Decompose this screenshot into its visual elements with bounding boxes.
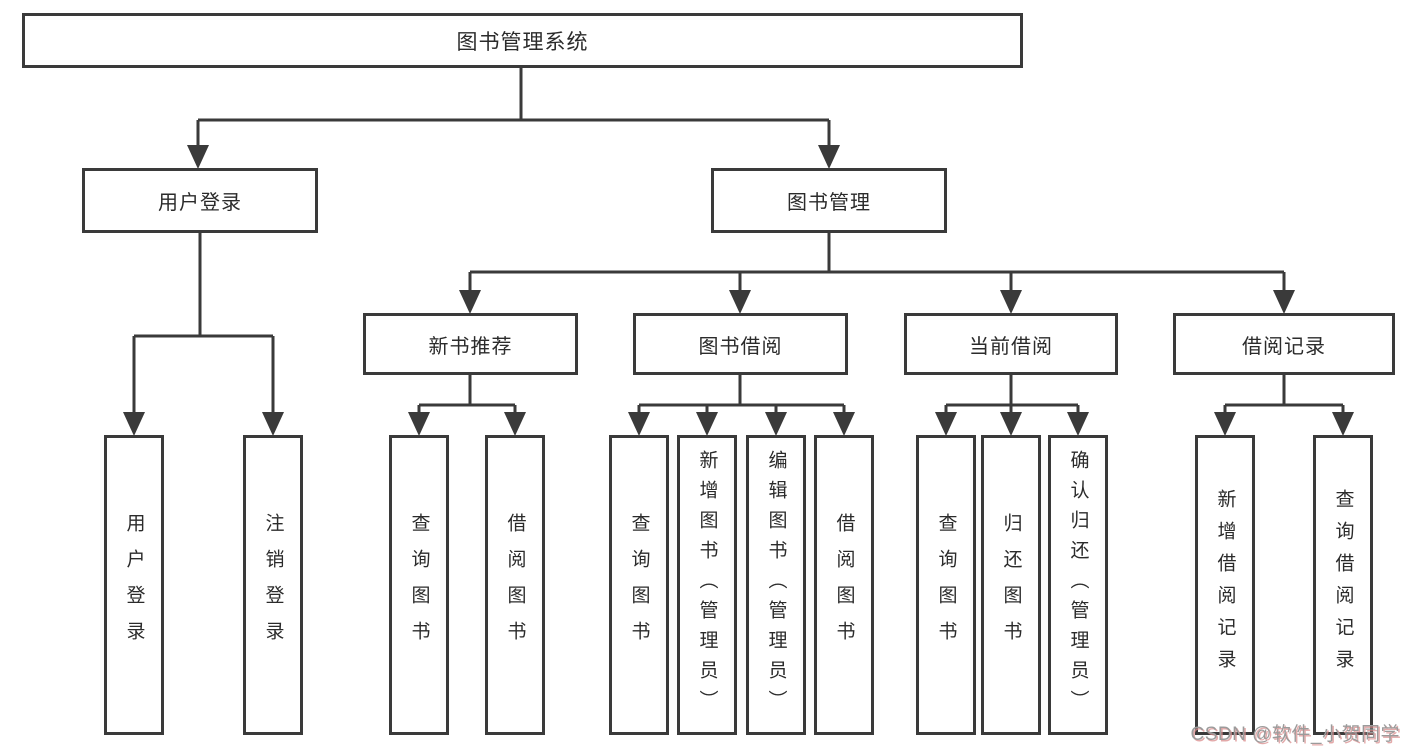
leaf-borrow-book-1: 借阅图书: [485, 435, 545, 735]
leaf-return-book-label: 归还图书: [1000, 513, 1022, 657]
leaf-borrow-book-1-label: 借阅图书: [504, 513, 526, 657]
leaf-query-book-3: 查询图书: [916, 435, 976, 735]
csdn-watermark: CSDN @软件_小贺同学: [1190, 724, 1400, 745]
node-new-book-recommend: 新书推荐: [363, 313, 578, 375]
leaf-borrow-book-2-label: 借阅图书: [833, 513, 855, 657]
node-book-management: 图书管理: [711, 168, 947, 233]
node-borrow-record: 借阅记录: [1173, 313, 1395, 375]
leaf-add-book-admin-label: 新增图书（管理员）: [696, 450, 718, 720]
leaf-user-login-label: 用户登录: [123, 513, 145, 657]
leaf-confirm-return-admin-label: 确认归还（管理员）: [1067, 450, 1089, 720]
leaf-query-book-2-label: 查询图书: [628, 513, 650, 657]
leaf-borrow-book-2: 借阅图书: [814, 435, 874, 735]
leaf-query-book-1: 查询图书: [389, 435, 449, 735]
node-user-login: 用户登录: [82, 168, 318, 233]
leaf-confirm-return-admin: 确认归还（管理员）: [1048, 435, 1108, 735]
leaf-add-borrow-record-label: 新增借阅记录: [1214, 489, 1236, 681]
node-book-borrow: 图书借阅: [633, 313, 848, 375]
leaf-query-book-2: 查询图书: [609, 435, 669, 735]
leaf-edit-book-admin: 编辑图书（管理员）: [746, 435, 806, 735]
leaf-logout: 注销登录: [243, 435, 303, 735]
node-current-borrow: 当前借阅: [904, 313, 1118, 375]
leaf-query-borrow-record: 查询借阅记录: [1313, 435, 1373, 735]
leaf-logout-label: 注销登录: [262, 513, 284, 657]
leaf-return-book: 归还图书: [981, 435, 1041, 735]
leaf-query-book-3-label: 查询图书: [935, 513, 957, 657]
leaf-query-book-1-label: 查询图书: [408, 513, 430, 657]
leaf-query-borrow-record-label: 查询借阅记录: [1332, 489, 1354, 681]
leaf-edit-book-admin-label: 编辑图书（管理员）: [765, 450, 787, 720]
leaf-add-borrow-record: 新增借阅记录: [1195, 435, 1255, 735]
leaf-add-book-admin: 新增图书（管理员）: [677, 435, 737, 735]
leaf-user-login: 用户登录: [104, 435, 164, 735]
node-root-system: 图书管理系统: [22, 13, 1023, 68]
